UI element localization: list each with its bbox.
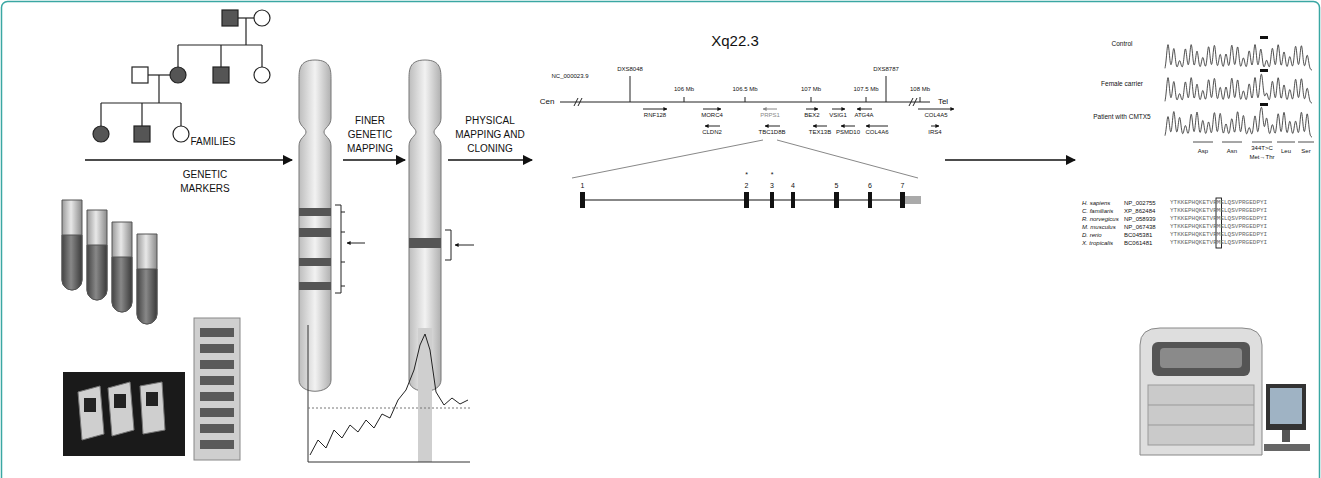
axis-end: Cen <box>540 97 555 106</box>
axis-value: 108 Mb <box>910 86 930 93</box>
mutation-mark: * <box>745 171 748 179</box>
stage-label: FAMILIES <box>190 136 235 148</box>
gene-name: PSMD10 <box>836 129 860 136</box>
accession-number: BC061481 <box>1124 240 1152 247</box>
gene-name: PRPS1 <box>760 112 780 119</box>
codon-underline <box>1193 142 1314 143</box>
protein-sequence: YTKKEPHQKETVRMELQSVPRGEDPYI <box>1170 232 1267 239</box>
gene-name: TBC1D8B <box>758 129 785 136</box>
trace-label: Control <box>1112 40 1133 47</box>
accession-number: NP_067438 <box>1124 224 1156 231</box>
protein-sequence: YTKKEPHQKETVRMELQSVPRGEDPYI <box>1170 216 1267 223</box>
gene-name: ATG4A <box>854 112 873 119</box>
gene-name: CLDN2 <box>702 129 722 136</box>
marker-name: DXS8787 <box>873 66 899 73</box>
accession-number: NP_058939 <box>1124 216 1156 223</box>
axis-value: 106 Mb <box>674 86 694 93</box>
trace-line <box>1165 107 1312 137</box>
accession-number: BC045381 <box>1124 232 1152 239</box>
protein-sequence: YTKKEPHQKETVRMELQSVPRGEDPYI <box>1170 240 1267 247</box>
exon-number: 7 <box>901 182 905 190</box>
microarray-photo <box>63 372 185 456</box>
axis-end: Tel <box>938 97 948 106</box>
amino-acid: Leu <box>1281 148 1291 155</box>
linkage-plot <box>308 325 470 462</box>
trace-line <box>1165 74 1312 103</box>
mutation-name: 344T>C <box>1251 145 1273 152</box>
trace-line <box>1165 45 1312 70</box>
sample-tubes <box>62 200 157 324</box>
peak-marker <box>1260 69 1268 72</box>
sequence-id: NC_000023.9 <box>551 73 588 80</box>
stage-label: GENETIC MARKERS <box>174 168 236 196</box>
mutation-mark: * <box>771 171 774 179</box>
peak-marker <box>1260 36 1268 39</box>
exon-number: 2 <box>745 182 749 190</box>
exon-number: 5 <box>835 182 839 190</box>
axis-value: 107 Mb <box>801 86 821 93</box>
protein-sequence: YTKKEPHQKETVRMELQSVPRGEDPYI <box>1170 224 1267 231</box>
trace-label: Patient with CMTX5 <box>1093 113 1150 120</box>
species-name: C. familiaris <box>1082 208 1113 215</box>
exon-number: 4 <box>791 182 795 190</box>
exon-number: 1 <box>581 182 585 190</box>
species-name: H. sapiens <box>1082 200 1110 207</box>
amino-acid: Ser <box>1301 148 1310 155</box>
protein-sequence: YTKKEPHQKETVRMELQSVPRGEDPYI <box>1170 208 1267 215</box>
amino-acid: Asp <box>1198 148 1208 155</box>
chromatogram <box>1165 36 1312 137</box>
axis-value: 106.5 Mb <box>732 86 757 93</box>
gene-name: COL4A6 <box>865 129 888 136</box>
gene-name: MORC4 <box>701 112 723 119</box>
gene-structure <box>580 192 921 208</box>
species-name: M. musculus <box>1082 224 1116 231</box>
species-name: R. norvegicus <box>1082 216 1119 223</box>
genotyping-strip <box>194 318 240 460</box>
species-name: X. tropicalis <box>1082 240 1113 247</box>
process-arrow <box>85 159 1075 161</box>
region-title: Xq22.3 <box>711 32 759 49</box>
gene-name: TEX13B <box>809 129 831 136</box>
species-name: D. rerio <box>1082 232 1102 239</box>
sequencer <box>1140 328 1310 455</box>
gene-name: IRS4 <box>928 129 941 136</box>
bracket <box>335 205 474 293</box>
marker-name: DXS8048 <box>617 66 643 73</box>
peak-marker <box>1260 103 1268 106</box>
trace-label: Female carrier <box>1101 80 1143 87</box>
exon-number: 3 <box>770 182 774 190</box>
amino-acid-change: Met→Thr <box>1249 154 1274 161</box>
accession-number: XP_862484 <box>1124 208 1155 215</box>
gene-name: BEX2 <box>804 112 819 119</box>
gene-name: VSIG1 <box>829 112 847 119</box>
lod-curve <box>310 334 468 455</box>
gene-name: COL4A5 <box>924 112 947 119</box>
pedigree <box>93 10 270 142</box>
exon-number: 6 <box>868 182 872 190</box>
stage-label: PHYSICAL MAPPING AND CLONING <box>445 114 535 156</box>
amino-acid: Asn <box>1227 148 1237 155</box>
stage-label: FINER GENETIC MAPPING <box>342 114 398 156</box>
physical-map <box>560 76 954 178</box>
protein-sequence: YTKKEPHQKETVRMELQSVPRGEDPYI <box>1170 200 1267 207</box>
gene-name: RNF128 <box>644 112 666 119</box>
accession-number: NP_002755 <box>1124 200 1156 207</box>
axis-value: 107.5 Mb <box>853 86 878 93</box>
